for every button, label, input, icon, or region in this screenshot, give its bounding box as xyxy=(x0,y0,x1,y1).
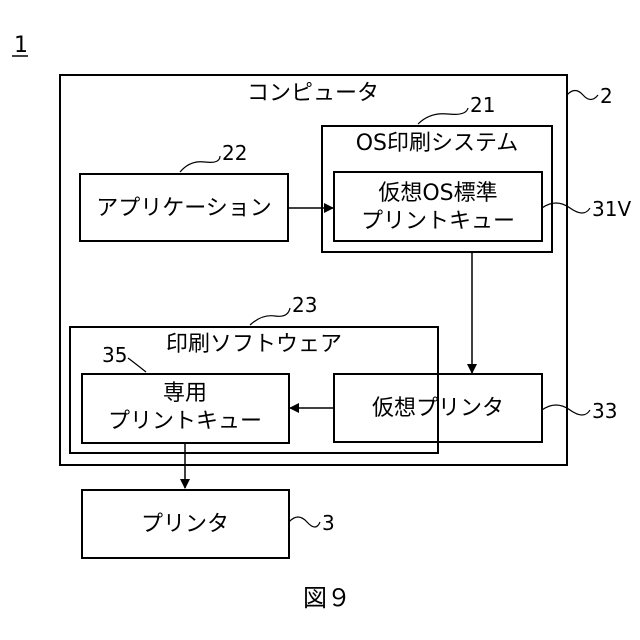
dedicated-queue-leader xyxy=(128,358,146,372)
print-software-ref: 23 xyxy=(292,293,317,317)
virtual-os-queue-line1: 仮想OS標準 xyxy=(378,181,497,206)
figure-number: 1 xyxy=(14,33,28,58)
dedicated-queue-ref: 35 xyxy=(102,343,127,367)
computer-ref: 2 xyxy=(600,84,613,108)
application-label: アプリケーション xyxy=(96,196,272,221)
computer-leader xyxy=(567,91,598,100)
virtual-os-queue-line2: プリントキュー xyxy=(361,209,515,234)
virtual-printer-label: 仮想プリンタ xyxy=(372,396,504,421)
application-leader xyxy=(180,156,220,172)
print-software-leader xyxy=(250,308,290,325)
figure-caption: 図９ xyxy=(303,584,351,612)
virtual-os-queue-ref: 31V xyxy=(592,197,631,221)
dedicated-queue-line1: 専用 xyxy=(163,381,207,406)
computer-label: コンピュータ xyxy=(247,81,379,106)
os-print-system-label: OS印刷システム xyxy=(356,131,519,156)
virtual-printer-ref: 33 xyxy=(592,399,617,423)
printer-leader xyxy=(289,517,320,527)
printer-ref: 3 xyxy=(322,511,335,535)
os-print-system-leader xyxy=(418,108,468,124)
print-software-label: 印刷ソフトウェア xyxy=(166,332,342,357)
dedicated-queue-line2: プリントキュー xyxy=(108,409,262,434)
application-ref: 22 xyxy=(222,141,247,165)
printer-label: プリンタ xyxy=(141,512,229,537)
os-print-system-ref: 21 xyxy=(470,93,495,117)
